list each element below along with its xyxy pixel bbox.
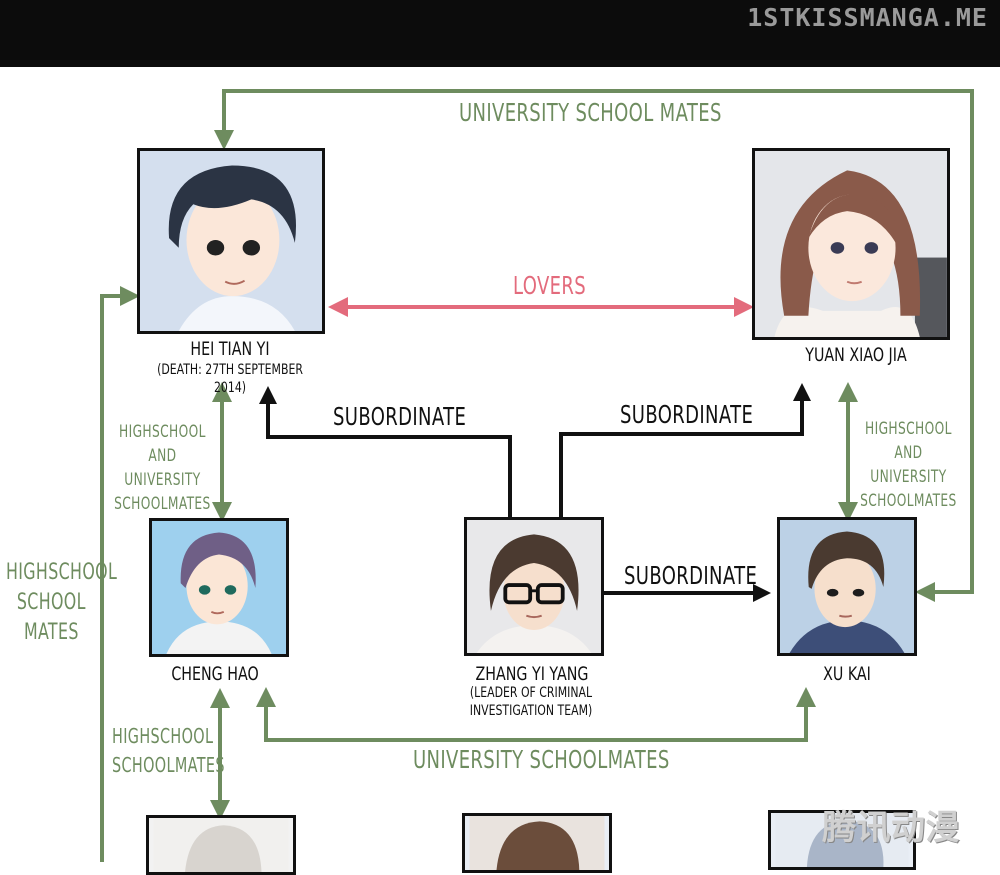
name-yuan-xiao-jia: YUAN XIAO JIA [805, 344, 907, 366]
portrait-zhang-yi-yang [464, 517, 604, 656]
label-university-school-mates: UNIVERSITY SCHOOL MATES [459, 98, 722, 127]
line-subordinate-right [559, 383, 811, 520]
label-subordinate-right: SUBORDINATE [620, 400, 754, 429]
label-subordinate-xukai: SUBORDINATE [624, 561, 758, 590]
name-hei-tian-yi: HEI TIAN YI [190, 338, 270, 360]
label-hs-school-mates: HIGHSCHOOL SCHOOL MATES [6, 560, 118, 645]
character-portrait-icon [775, 813, 909, 867]
label-hs-uni-left: HIGHSCHOOL AND UNIVERSITY SCHOOLMATES [114, 422, 211, 514]
line-university-top [214, 89, 974, 602]
boy-face-icon [140, 151, 322, 331]
name-zhang-yi-yang: ZHANG YI YANG [475, 663, 589, 685]
character-portrait-icon [153, 818, 289, 872]
portrait-bottom-left [146, 815, 296, 875]
character-portrait-icon [469, 816, 605, 870]
label-subordinate-left: SUBORDINATE [333, 402, 467, 431]
boy-face-icon [152, 521, 286, 654]
name-xu-kai: XU KAI [823, 663, 871, 685]
watermark-text: 1STKISSMANGA.ME [747, 3, 988, 32]
note-zhang-yi-yang: (LEADER OF CRIMINAL INVESTIGATION TEAM) [469, 685, 593, 719]
logo-text: 腾讯动漫 [822, 808, 960, 848]
line-subordinate-left [259, 386, 512, 520]
top-banner: 1STKISSMANGA.ME [0, 0, 1000, 67]
portrait-hei-tian-yi [137, 148, 325, 334]
girl-face-icon [755, 151, 947, 337]
boy-face-icon [780, 520, 914, 653]
portrait-bottom-center [462, 813, 612, 873]
note-hei-tian-yi: (DEATH: 27TH SEPTEMBER 2014) [157, 362, 303, 396]
label-hs-schoolmates-lower: HIGHSCHOOL SCHOOLMATES [112, 724, 225, 777]
man-glasses-icon [467, 520, 601, 653]
portrait-bottom-right [768, 810, 916, 870]
portrait-xu-kai [777, 517, 917, 656]
name-cheng-hao: CHENG HAO [171, 663, 259, 685]
portrait-yuan-xiao-jia [752, 148, 950, 340]
label-university-schoolmates: UNIVERSITY SCHOOLMATES [413, 745, 670, 774]
line-hs-left-long [100, 286, 140, 862]
line-university-bottom [256, 687, 816, 742]
portrait-cheng-hao [149, 518, 289, 657]
label-hs-uni-right: HIGHSCHOOL AND UNIVERSITY SCHOOLMATES [860, 419, 957, 511]
label-lovers: LOVERS [513, 271, 587, 300]
